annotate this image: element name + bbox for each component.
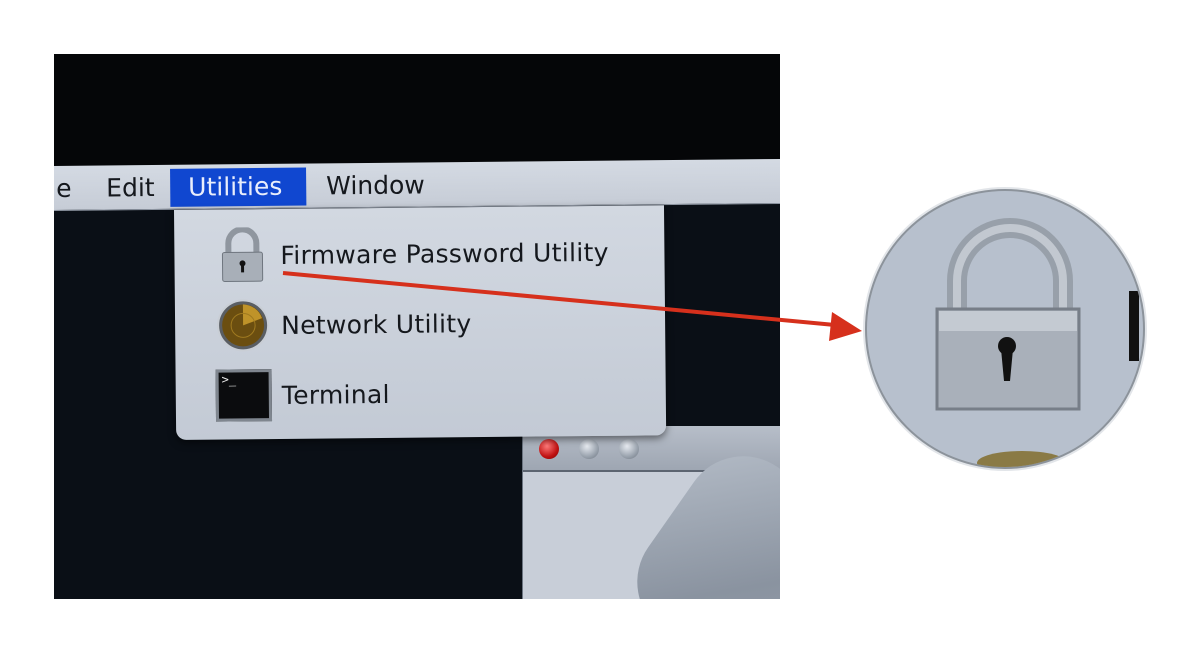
- menu-item-network-utility[interactable]: Network Utility: [215, 293, 472, 355]
- background-window: [522, 426, 780, 599]
- padlock-icon: [214, 227, 271, 284]
- menu-item-label: Firmware Password Utility: [280, 237, 609, 270]
- magnified-callout: [865, 189, 1145, 469]
- menu-bar: e Edit Utilities Window: [54, 158, 780, 211]
- zoom-button[interactable]: [619, 439, 639, 459]
- desktop-background: [54, 54, 780, 172]
- padlock-icon: [935, 218, 1139, 467]
- menu-file-partial[interactable]: e: [56, 173, 72, 203]
- menu-item-label: Terminal: [281, 379, 390, 410]
- terminal-icon: >_: [215, 367, 273, 424]
- menu-item-label: Network Utility: [280, 308, 472, 340]
- menu-utilities[interactable]: Utilities: [170, 167, 307, 207]
- radar-icon: [215, 297, 272, 354]
- menu-item-firmware-password-utility[interactable]: Firmware Password Utility: [214, 222, 609, 286]
- menu-window[interactable]: Window: [326, 170, 425, 201]
- utilities-dropdown-menu: Firmware Password Utility Network Utilit…: [174, 205, 667, 440]
- menu-edit[interactable]: Edit: [106, 172, 155, 203]
- close-button[interactable]: [539, 439, 559, 459]
- minimize-button[interactable]: [579, 439, 599, 459]
- screen-photo: e Edit Utilities Window Firmware Passwor…: [54, 54, 780, 599]
- terminal-prompt-glyph: >_: [221, 372, 237, 387]
- menu-item-terminal[interactable]: >_ Terminal: [215, 364, 390, 426]
